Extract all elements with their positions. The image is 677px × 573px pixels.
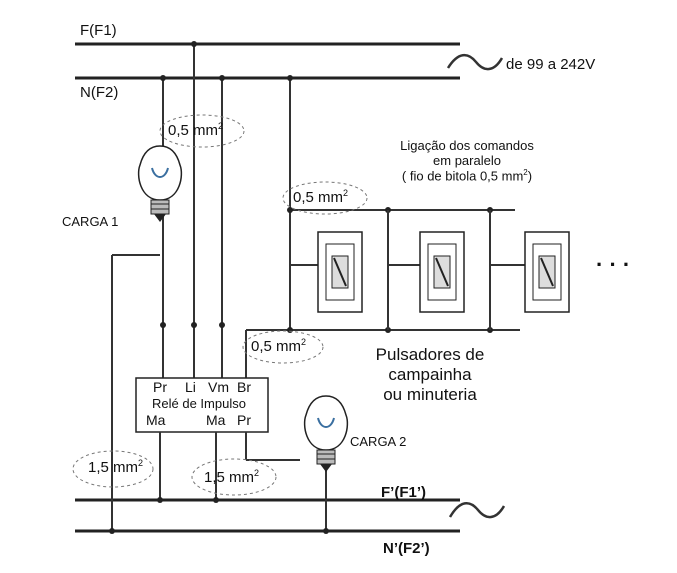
- load1-label: CARGA 1: [62, 214, 119, 229]
- push-button-switch: [317, 231, 363, 313]
- wire-gauge-ellipse: [159, 114, 245, 148]
- impulse-relay-box: [135, 377, 269, 433]
- voltage-label: de 99 a 242V: [506, 56, 596, 73]
- ac-source-symbol: [446, 54, 504, 71]
- junction-dot: [323, 528, 329, 534]
- relay-pin-ma2: Ma: [206, 412, 226, 428]
- junction-dot: [160, 75, 166, 81]
- junction-dot: [287, 207, 293, 213]
- junction-dot: [160, 322, 166, 328]
- neutral-line-label: N(F2): [80, 84, 119, 101]
- junction-dot: [191, 322, 197, 328]
- junction-dot: [219, 322, 225, 328]
- junction-dot: [287, 75, 293, 81]
- relay-pin-pr: Pr: [153, 379, 167, 395]
- junction-dot: [157, 497, 163, 503]
- junction-dot: [191, 41, 197, 47]
- neutral-out-label: N’(F2’): [383, 540, 430, 557]
- more-switches-ellipsis: · · ·: [596, 252, 631, 277]
- phase-line-label: F(F1): [80, 22, 117, 39]
- gauge-label: 0,5 mm2: [168, 121, 224, 139]
- ac-output-symbol: [448, 502, 506, 519]
- push-button-switch: [419, 231, 465, 313]
- gauge-label: 1,5 mm2: [88, 458, 144, 476]
- gauge-label: 1,5 mm2: [204, 468, 260, 486]
- relay-pin-pr2: Pr: [237, 412, 251, 428]
- junction-dot: [219, 75, 225, 81]
- phase-out-label: F’(F1’): [381, 484, 426, 501]
- relay-pin-vm: Vm: [208, 379, 229, 395]
- relay-pin-ma: Ma: [146, 412, 166, 428]
- gauge-label: 0,5 mm2: [293, 188, 349, 206]
- lamp-icon: [137, 145, 183, 222]
- relay-pin-br: Br: [237, 379, 251, 395]
- relay-title: Relé de Impulso: [152, 396, 246, 411]
- wire-gauge-ellipse: [282, 181, 368, 215]
- parallel-note: Ligação dos comandos em paralelo ( fio d…: [400, 138, 534, 184]
- lamp-icon: [303, 395, 349, 472]
- load2-label: CARGA 2: [350, 434, 407, 449]
- switches-caption: Pulsadores de campainha ou minuteria: [375, 345, 485, 404]
- junction-dot: [213, 497, 219, 503]
- wire-gauge-ellipse: [191, 458, 277, 496]
- wire-gauge-ellipse: [72, 450, 154, 488]
- gauge-label: 0,5 mm2: [251, 337, 307, 355]
- relay-pin-li: Li: [185, 379, 196, 395]
- junction-dot: [287, 327, 293, 333]
- push-button-switch: [524, 231, 570, 313]
- wire-gauge-ellipse: [242, 330, 324, 364]
- junction-dot: [109, 528, 115, 534]
